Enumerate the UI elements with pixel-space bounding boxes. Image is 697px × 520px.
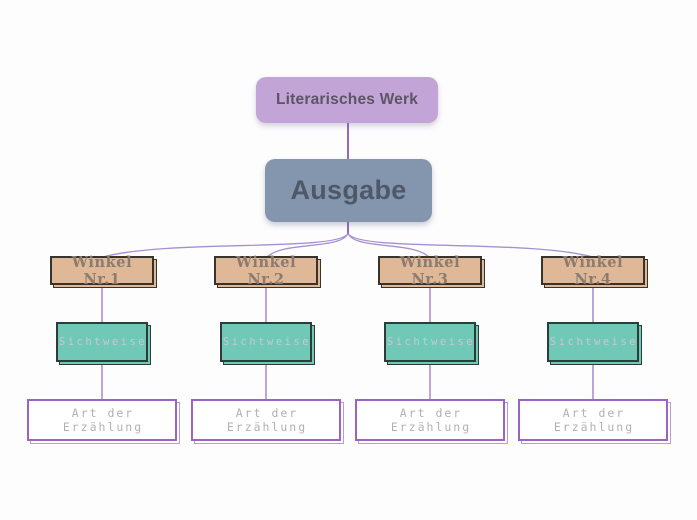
node-label: Art der Erzählung: [390, 406, 472, 434]
node-sichtweise-1[interactable]: Sichtweise: [56, 322, 148, 362]
node-label: Sichtweise: [386, 336, 476, 348]
node-winkel-4[interactable]: Winkel Nr.4: [541, 253, 645, 288]
node-label: Winkel Nr.1: [71, 253, 133, 288]
node-label: Literarisches Werk: [275, 91, 419, 108]
node-winkel-2[interactable]: Winkel Nr.2: [214, 253, 318, 288]
node-label: Ausgabe: [290, 175, 407, 205]
node-label: Winkel Nr.3: [399, 253, 461, 288]
node-winkel-3[interactable]: Winkel Nr.3: [378, 253, 482, 288]
node-art-der-erzaehlung-3[interactable]: Art der Erzählung: [355, 399, 505, 441]
node-label: Art der Erzählung: [553, 406, 635, 434]
node-label: Sichtweise: [549, 336, 639, 348]
node-label: Sichtweise: [58, 336, 148, 348]
node-literarisches-werk[interactable]: Literarisches Werk: [256, 77, 438, 123]
node-art-der-erzaehlung-4[interactable]: Art der Erzählung: [518, 399, 668, 441]
node-sichtweise-4[interactable]: Sichtweise: [547, 322, 639, 362]
node-winkel-1[interactable]: Winkel Nr.1: [50, 253, 154, 288]
node-ausgabe[interactable]: Ausgabe: [265, 159, 432, 222]
node-art-der-erzaehlung-1[interactable]: Art der Erzählung: [27, 399, 177, 441]
node-label: Winkel Nr.4: [562, 253, 624, 288]
node-art-der-erzaehlung-2[interactable]: Art der Erzählung: [191, 399, 341, 441]
node-label: Art der Erzählung: [62, 406, 144, 434]
node-sichtweise-3[interactable]: Sichtweise: [384, 322, 476, 362]
node-label: Art der Erzählung: [226, 406, 308, 434]
node-label: Winkel Nr.2: [235, 253, 297, 288]
node-sichtweise-2[interactable]: Sichtweise: [220, 322, 312, 362]
node-label: Sichtweise: [222, 336, 312, 348]
